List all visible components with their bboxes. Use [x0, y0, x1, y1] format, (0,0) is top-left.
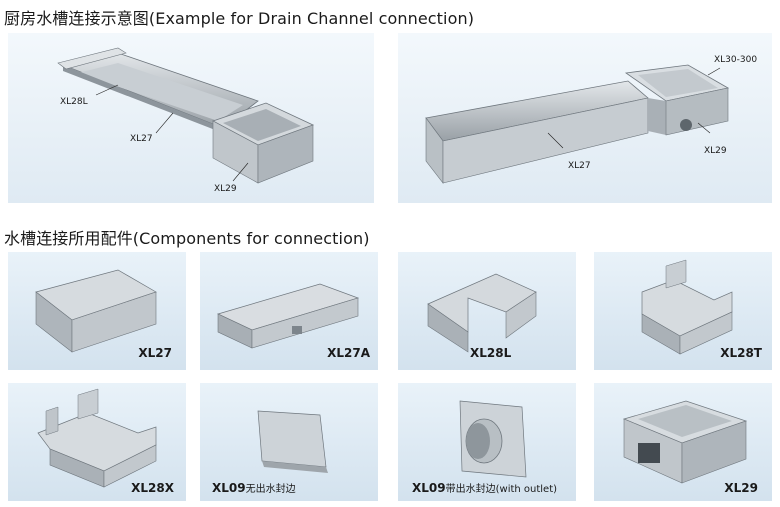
callout-label: XL29 [214, 184, 237, 194]
components-heading: 水槽连接所用配件(Components for connection) [4, 229, 370, 248]
component-card-xl09-outlet: XL09带出水封边(with outlet) [398, 383, 576, 501]
component-card-xl28t: XL28T [594, 252, 772, 370]
component-code: XL28T [720, 346, 762, 360]
assembly-illustration-1 [57, 47, 315, 184]
component-card-xl27: XL27 [8, 252, 186, 370]
component-card-xl27a: XL27A [200, 252, 378, 370]
example-panel-1: XL28L XL27 XL29 [8, 33, 374, 203]
corner-fitting-illustration [427, 273, 537, 353]
component-card-xl28l: XL28L [398, 252, 576, 370]
steel-channel-illustration [35, 269, 157, 353]
component-card-xl29: XL29 [594, 383, 772, 501]
outlet-end-plate-illustration [459, 400, 527, 478]
component-code: XL28L [470, 346, 512, 360]
tee-fitting-illustration [641, 259, 733, 355]
component-code-text: XL09 [412, 481, 446, 495]
component-code: XL28X [131, 481, 174, 495]
component-code: XL27 [138, 346, 172, 360]
component-code: XL09带出水封边(with outlet) [412, 480, 557, 495]
example-heading: 厨房水槽连接示意图(Example for Drain Channel conn… [4, 9, 475, 28]
callout-label: XL29 [704, 146, 727, 156]
steel-channel-outlet-illustration [217, 283, 360, 349]
component-card-xl09: XL09无出水封边 [200, 383, 378, 501]
component-note: 带出水封边(with outlet) [445, 484, 558, 495]
cross-fitting-illustration [37, 388, 157, 488]
component-code-text: XL09 [212, 481, 246, 495]
component-card-xl28x: XL28X [8, 383, 186, 501]
example-panel-2: XL30-300 XL27 XL29 [398, 33, 772, 203]
callout-label: XL28L [60, 97, 88, 107]
callout-label: XL27 [130, 134, 153, 144]
callout-label: XL27 [568, 161, 591, 171]
component-code: XL27A [327, 346, 370, 360]
component-note: 无出水封边 [245, 484, 296, 495]
component-code: XL29 [724, 481, 758, 495]
callout-label: XL30-300 [714, 55, 758, 65]
drain-box-illustration [622, 400, 748, 484]
end-plate-illustration [257, 410, 328, 473]
component-code: XL09无出水封边 [212, 480, 296, 495]
assembly-illustration-2 [425, 64, 730, 184]
